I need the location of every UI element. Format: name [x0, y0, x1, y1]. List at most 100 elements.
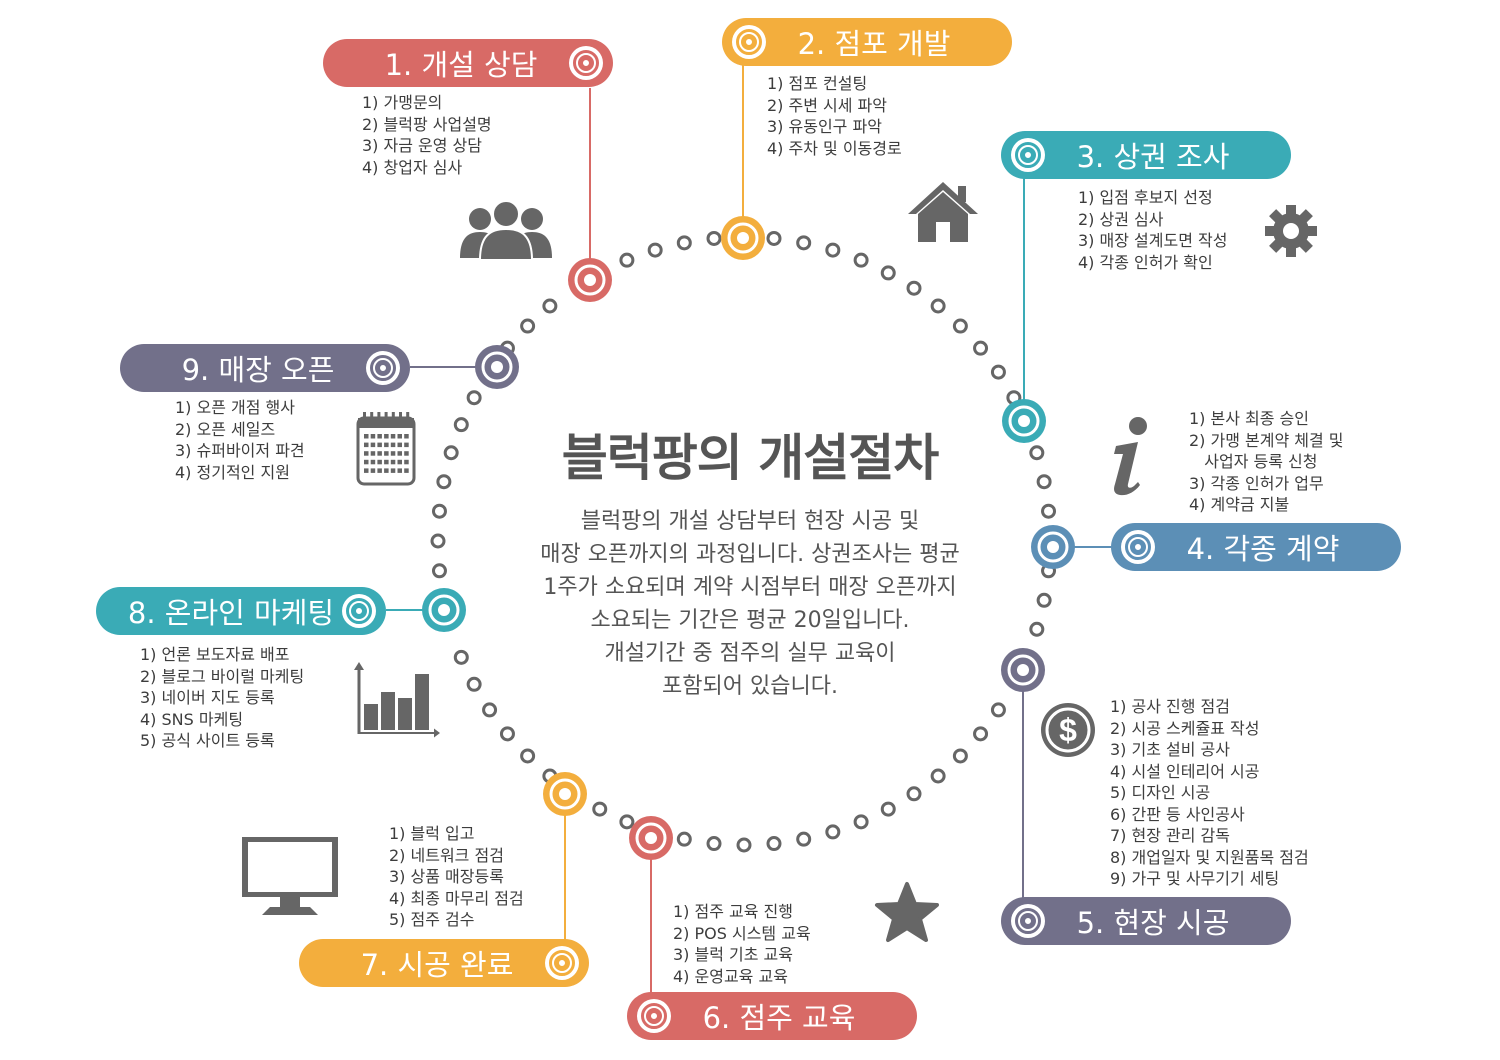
step-node-center [1018, 415, 1030, 427]
page-description: 블럭팡의 개설 상담부터 현장 시공 및 매장 오픈까지의 과정입니다. 상권조… [540, 509, 960, 699]
list-item: 1) 가맹문의 [362, 93, 443, 112]
ring-dot [466, 390, 482, 406]
list-item: 3) 유동인구 파악 [767, 117, 882, 136]
step-5-badge: 5. 현장 시공 [1001, 897, 1291, 945]
home-icon [908, 182, 978, 242]
list-item: 2) 시공 스케쥴표 작성 [1110, 718, 1260, 738]
ring-dot [1041, 503, 1057, 519]
list-item: 4) 주차 및 이동경로 [767, 138, 902, 158]
calendar-icon [356, 412, 416, 486]
ring-dot [706, 230, 722, 246]
ring-dot [990, 702, 1006, 718]
target-icon [569, 46, 603, 80]
step-7-label: 7. 시공 완료 [360, 948, 514, 982]
ring-dot [880, 265, 896, 281]
step-5-items: 1) 공사 진행 점검 2) 시공 스케쥴표 작성 3) 기초 설비 공사 4)… [1110, 696, 1309, 890]
ring-dot [796, 831, 812, 847]
ring-dot [676, 831, 692, 847]
list-item: 2) 네트워크 점검 [389, 845, 504, 865]
info-icon [1114, 417, 1147, 496]
step-4-badge: 4. 각종 계약 [1111, 523, 1401, 571]
ring-dot [542, 298, 558, 314]
step-6-badge: 6. 점주 교육 [627, 992, 917, 1040]
step-7-items: 1) 블럭 입고 2) 네트워크 점검 3) 상품 매장등록 4) 최종 마무리… [389, 823, 524, 931]
step-6-items: 1) 점주 교육 진행 2) POS 시스템 교육 3) 블럭 기초 교육 4)… [673, 901, 811, 987]
monitor-icon [242, 837, 338, 915]
list-item: 4) 계약금 지불 [1189, 495, 1290, 514]
step-node-ring [635, 822, 667, 854]
list-item: 8) 개업일자 및 지원품목 점검 [1110, 847, 1309, 867]
step-7-badge: 7. 시공 완료 [299, 939, 589, 987]
ring-dot [499, 726, 515, 742]
target-icon [545, 946, 579, 980]
ring-dot [880, 801, 896, 817]
list-item: 1) 점주 교육 진행 [673, 902, 793, 921]
ring-dot [520, 318, 536, 334]
step-node-center [559, 788, 571, 800]
ring-dot [825, 242, 841, 258]
list-item: 3) 상품 매장등록 [389, 867, 504, 886]
svg-text:$: $ [1059, 712, 1077, 748]
ring-dot [1036, 592, 1052, 608]
step-node-ring [1007, 654, 1039, 686]
ring-dot [853, 814, 869, 830]
list-item: 2) 오픈 세일즈 [175, 419, 276, 439]
ring-dot [676, 235, 692, 251]
step-node-ring [574, 264, 606, 296]
step-node-ring [727, 222, 759, 254]
step-9-items: 1) 오픈 개점 행사 2) 오픈 세일즈 3) 슈퍼바이저 파견 4) 정기적… [175, 397, 305, 483]
ring-dot [482, 702, 498, 718]
list-item: 5) 점주 검수 [389, 910, 475, 929]
step-node-ring [1037, 531, 1069, 563]
list-item: 4) 창업자 심사 [362, 157, 463, 177]
list-item: 4) SNS 마케팅 [140, 709, 244, 729]
people-icon [460, 200, 552, 260]
step-2-items: 1) 점포 컨설팅 2) 주변 시세 파악 3) 유동인구 파악 4) 주차 및… [767, 73, 902, 159]
ring-dot [443, 445, 459, 461]
target-icon [342, 594, 376, 628]
step-8-badge: 8. 온라인 마케팅 [96, 587, 386, 635]
ring-dot [431, 563, 447, 579]
ring-dot [592, 801, 608, 817]
ring-dot [1036, 474, 1052, 490]
ring-dot [766, 836, 782, 852]
ring-dot [436, 474, 452, 490]
list-item: 3) 네이버 지도 등록 [140, 688, 275, 707]
step-node-center [737, 232, 749, 244]
list-item: 1) 공사 진행 점검 [1110, 697, 1230, 716]
list-item: 4) 시설 인테리어 시공 [1110, 761, 1260, 781]
list-item: 3) 블럭 기초 교육 [673, 945, 793, 964]
ring-dot [952, 748, 968, 764]
target-icon [1121, 530, 1155, 564]
step-node-ring [1008, 405, 1040, 437]
list-item: 2) 상권 심사 [1078, 209, 1164, 229]
list-item: 2) 블럭팡 사업설명 [362, 114, 492, 134]
ring-dot [619, 252, 635, 268]
list-item: 1) 점포 컨설팅 [767, 74, 868, 93]
step-8-items: 1) 언론 보도자료 배포 2) 블로그 바이럴 마케팅 3) 네이버 지도 등… [140, 644, 304, 752]
target-icon [1011, 138, 1045, 172]
list-item: 6) 간판 등 사인공사 [1110, 804, 1245, 824]
list-item: 9) 가구 및 사무기기 세팅 [1110, 869, 1280, 888]
ring-dot [453, 417, 469, 433]
ring-dot [930, 768, 946, 784]
ring-dot [647, 242, 663, 258]
ring-dot [796, 235, 812, 251]
ring-dot [825, 824, 841, 840]
list-item: 5) 디자인 시공 [1110, 783, 1211, 802]
ring-dot [520, 748, 536, 764]
ring-dot [906, 280, 922, 296]
step-node-center [438, 604, 450, 616]
list-item: 7) 현장 관리 감독 [1110, 826, 1230, 845]
step-node-center [1047, 541, 1059, 553]
ring-dot [906, 786, 922, 802]
step-2-label: 2. 점포 개발 [797, 27, 951, 61]
step-2-badge: 2. 점포 개발 [722, 18, 1012, 66]
list-item: 1) 블럭 입고 [389, 824, 475, 843]
ring-dot [853, 252, 869, 268]
bar-chart-icon [354, 662, 440, 738]
ring-dot [466, 676, 482, 692]
ring-dot [1029, 621, 1045, 637]
list-item: 1) 본사 최종 승인 [1189, 409, 1309, 428]
